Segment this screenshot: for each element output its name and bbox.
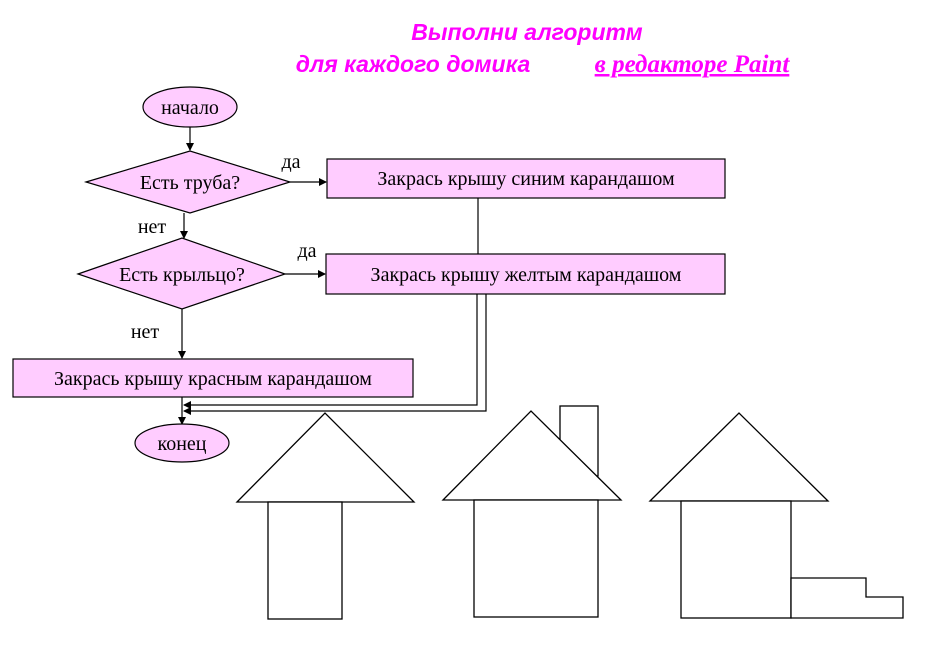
action-blue-roof bbox=[326, 158, 726, 199]
return-line-1 bbox=[183, 294, 478, 409]
house-porch-steps bbox=[790, 577, 904, 619]
start-label: начало bbox=[161, 97, 219, 119]
house-chimney[interactable] bbox=[441, 405, 623, 618]
decision-chimney-label: Есть труба? bbox=[140, 172, 240, 194]
return-line-2 bbox=[183, 294, 487, 415]
end-label: конец bbox=[158, 433, 207, 455]
title-line1: Выполни алгоритм bbox=[411, 19, 642, 45]
title-paint-link[interactable]: в редакторе Paint bbox=[595, 51, 791, 78]
action-yellow-roof bbox=[325, 253, 726, 295]
action-yellow-label: Закрась крышу желтым карандашом bbox=[371, 264, 682, 286]
no-label-2: нет bbox=[131, 321, 160, 343]
house-porch[interactable] bbox=[648, 412, 904, 619]
action-blue-label: Закрась крышу синим карандашом bbox=[377, 168, 675, 190]
yes-label-1: да bbox=[281, 151, 300, 173]
house-chimney-wall bbox=[473, 499, 599, 618]
title-line2: для каждого домика bbox=[296, 51, 531, 77]
action-red-label: Закрась крышу красным карандашом bbox=[54, 368, 372, 390]
house-plain-wall bbox=[267, 501, 343, 620]
end-terminal bbox=[134, 423, 230, 463]
house-plain[interactable] bbox=[235, 412, 416, 620]
house-porch-wall bbox=[680, 500, 792, 619]
yes-label-2: да bbox=[297, 240, 316, 262]
action-red-roof bbox=[12, 358, 414, 398]
no-label-1: нет bbox=[138, 216, 167, 238]
house-plain-roof[interactable] bbox=[235, 412, 416, 503]
decision-porch-label: Есть крыльцо? bbox=[119, 264, 245, 286]
house-porch-roof[interactable] bbox=[648, 412, 830, 502]
